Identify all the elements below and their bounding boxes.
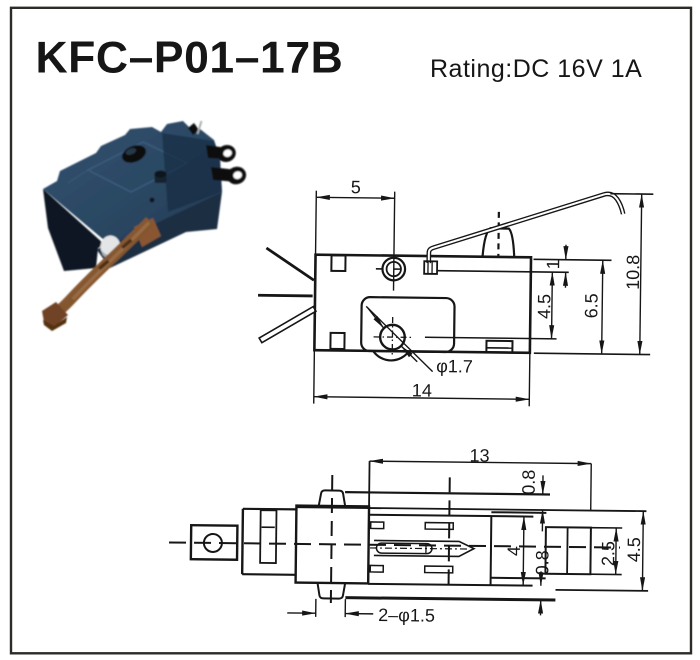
svg-text:1: 1	[543, 259, 563, 269]
svg-text:14: 14	[412, 380, 432, 400]
svg-text:5: 5	[351, 177, 361, 197]
svg-text:2–φ1.5: 2–φ1.5	[378, 605, 435, 626]
svg-text:0.8: 0.8	[532, 550, 552, 575]
svg-text:4: 4	[504, 546, 524, 556]
svg-text:0.8: 0.8	[519, 470, 539, 495]
svg-text:10.8: 10.8	[623, 255, 643, 290]
svg-text:KFC–P01–17B: KFC–P01–17B	[36, 34, 344, 83]
svg-text:13: 13	[470, 446, 490, 466]
svg-text:φ1.7: φ1.7	[436, 356, 473, 376]
svg-text:4.5: 4.5	[624, 537, 644, 562]
svg-text:Rating:DC 16V 1A: Rating:DC 16V 1A	[430, 55, 642, 83]
svg-text:6.5: 6.5	[581, 293, 601, 318]
svg-text:4.5: 4.5	[534, 294, 554, 319]
svg-text:2.5: 2.5	[598, 541, 618, 566]
